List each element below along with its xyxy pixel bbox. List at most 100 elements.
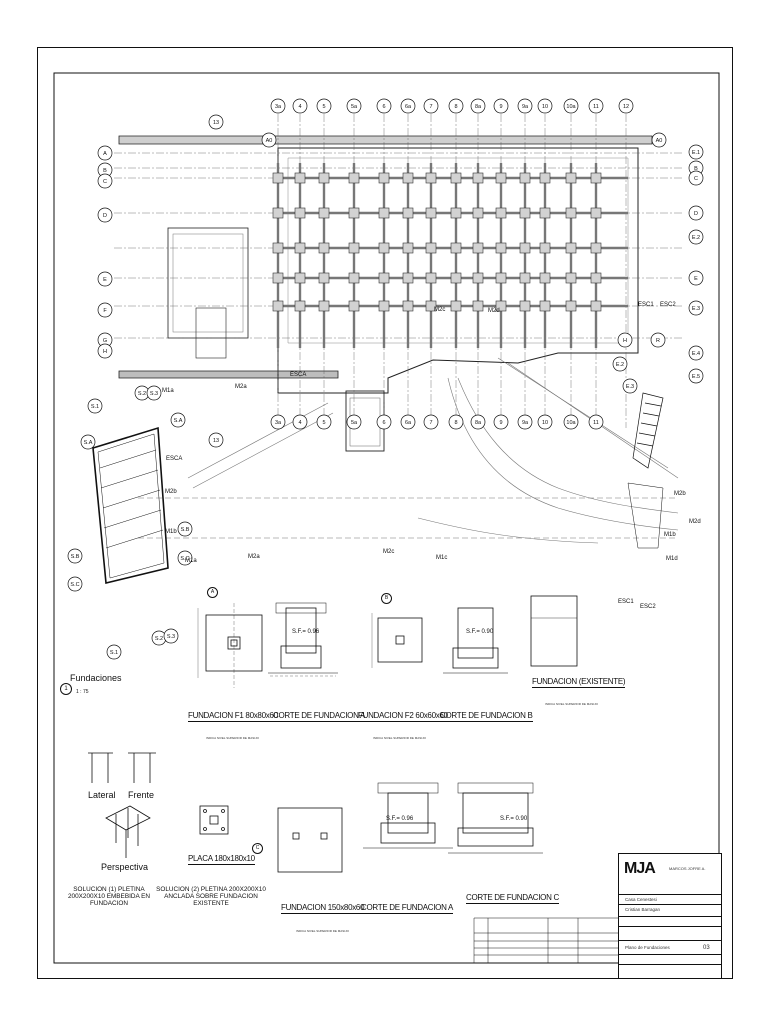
footing bbox=[272, 207, 284, 219]
footing bbox=[495, 242, 507, 254]
label-m2d-top: M2d bbox=[488, 308, 500, 314]
axis-bubble-mid-4: 4 bbox=[292, 414, 308, 430]
svg-text:11: 11 bbox=[593, 420, 599, 426]
svg-text:A: A bbox=[103, 151, 107, 157]
svg-text:7: 7 bbox=[429, 420, 432, 426]
svg-text:8: 8 bbox=[454, 420, 457, 426]
axis-bubble-top-8a: 8a bbox=[470, 98, 486, 114]
axis-bubble-top-12: 12 bbox=[618, 98, 634, 114]
footing bbox=[565, 272, 577, 284]
svg-text:D: D bbox=[103, 213, 107, 219]
detail-existente bbox=[530, 595, 578, 667]
svg-text:10a: 10a bbox=[566, 104, 576, 110]
footing bbox=[402, 242, 414, 254]
footing bbox=[294, 272, 306, 284]
svg-text:S.B: S.B bbox=[181, 527, 190, 533]
plan-scale: 1 : 75 bbox=[76, 689, 89, 695]
footing bbox=[472, 300, 484, 312]
axis-bubble-mid-5a: 5a bbox=[346, 414, 362, 430]
label-m2b: M2b bbox=[165, 489, 177, 495]
svg-text:S.2: S.2 bbox=[138, 391, 146, 397]
axis-bubble-left-F: F bbox=[97, 302, 113, 318]
detail-f1 bbox=[197, 603, 263, 688]
footing bbox=[590, 172, 602, 184]
axis-bubble-mid-7: 7 bbox=[423, 414, 439, 430]
note-nivel-1: INDICA NIVEL SUPERIOR DE MASIJO bbox=[206, 736, 259, 740]
footing bbox=[425, 300, 437, 312]
svg-text:B: B bbox=[103, 168, 107, 174]
svg-text:A0: A0 bbox=[266, 138, 273, 144]
footing bbox=[425, 207, 437, 219]
axis-bubble-13-lower: 13 bbox=[208, 432, 224, 448]
grid-lines-vertical bbox=[277, 114, 627, 428]
detail-placa bbox=[199, 805, 229, 835]
detail-corte-a2 bbox=[363, 782, 453, 849]
corte-a-title: CORTE DE FUNDACION A bbox=[273, 711, 366, 722]
footing bbox=[402, 207, 414, 219]
footing bbox=[272, 300, 284, 312]
footing bbox=[378, 272, 390, 284]
company-name: MARCOS JOFRE A. bbox=[669, 866, 706, 871]
axis-bubble-top-3a: 3a bbox=[270, 98, 286, 114]
axis-bubble-mid-10: 10 bbox=[537, 414, 553, 430]
footing bbox=[590, 242, 602, 254]
footing bbox=[519, 242, 531, 254]
corte-b-title: CORTE DE FUNDACION B bbox=[440, 711, 533, 722]
axis-bubble-top-9a: 9a bbox=[517, 98, 533, 114]
footing bbox=[402, 172, 414, 184]
label-m1b: M1b bbox=[165, 529, 177, 535]
svg-text:8a: 8a bbox=[475, 104, 482, 110]
footing bbox=[495, 272, 507, 284]
svg-text:5: 5 bbox=[322, 104, 325, 110]
svg-text:H: H bbox=[103, 349, 107, 355]
detail-f150 bbox=[277, 807, 343, 873]
axis-bubble-top-10: 10 bbox=[537, 98, 553, 114]
note-nivel-3: INDICA NIVEL SUPERIOR DE MASIJO bbox=[545, 702, 598, 706]
axis-bubble-right-E.1: E.1 bbox=[688, 144, 704, 160]
note-nivel-2: INDICA NIVEL SUPERIOR DE MASIJO bbox=[373, 736, 426, 740]
footing bbox=[519, 172, 531, 184]
footing bbox=[590, 300, 602, 312]
axis-bubble-s3-low: S.3 bbox=[163, 628, 179, 644]
footing bbox=[450, 207, 462, 219]
footing bbox=[472, 242, 484, 254]
svg-text:8a: 8a bbox=[475, 420, 482, 426]
axis-bubble-right-E: E bbox=[688, 270, 704, 286]
svg-text:G: G bbox=[103, 338, 107, 344]
footing bbox=[294, 207, 306, 219]
svg-text:8: 8 bbox=[454, 104, 457, 110]
footing bbox=[539, 172, 551, 184]
lateral-label: Lateral bbox=[88, 790, 116, 800]
footing bbox=[539, 242, 551, 254]
footing bbox=[565, 300, 577, 312]
axis-bubble-right-E.5: E.5 bbox=[688, 368, 704, 384]
footing bbox=[318, 172, 330, 184]
footing bbox=[495, 300, 507, 312]
footing bbox=[495, 207, 507, 219]
label-m1a: M1a bbox=[185, 558, 197, 564]
svg-text:9: 9 bbox=[499, 420, 502, 426]
footing bbox=[519, 300, 531, 312]
footing bbox=[425, 242, 437, 254]
svg-text:C: C bbox=[694, 176, 698, 182]
f2-title: FUNDACION F2 60x60x60 bbox=[358, 711, 448, 722]
label-m1c: M1c bbox=[436, 555, 448, 561]
svg-text:D: D bbox=[694, 211, 698, 217]
svg-text:4: 4 bbox=[298, 420, 301, 426]
footing bbox=[539, 272, 551, 284]
axis-bubble-right-E.4: E.4 bbox=[688, 345, 704, 361]
svg-text:E.3: E.3 bbox=[692, 306, 700, 312]
mark-a: A bbox=[207, 587, 218, 598]
svg-text:R: R bbox=[656, 338, 660, 344]
footing bbox=[318, 207, 330, 219]
mark-b: B bbox=[381, 593, 392, 604]
sf-a2: S.F.= 0.96 bbox=[386, 816, 414, 822]
f150-title: FUNDACION 150x80x60 bbox=[281, 903, 365, 914]
placa-title: PLACA 180x180x10 bbox=[188, 854, 255, 865]
footing bbox=[348, 242, 360, 254]
axis-bubble-left-C: C bbox=[97, 173, 113, 189]
axis-bubble-right-E.3: E.3 bbox=[688, 300, 704, 316]
svg-text:6: 6 bbox=[382, 420, 385, 426]
footing bbox=[378, 300, 390, 312]
axis-bubble-sb2: S.B bbox=[67, 548, 83, 564]
